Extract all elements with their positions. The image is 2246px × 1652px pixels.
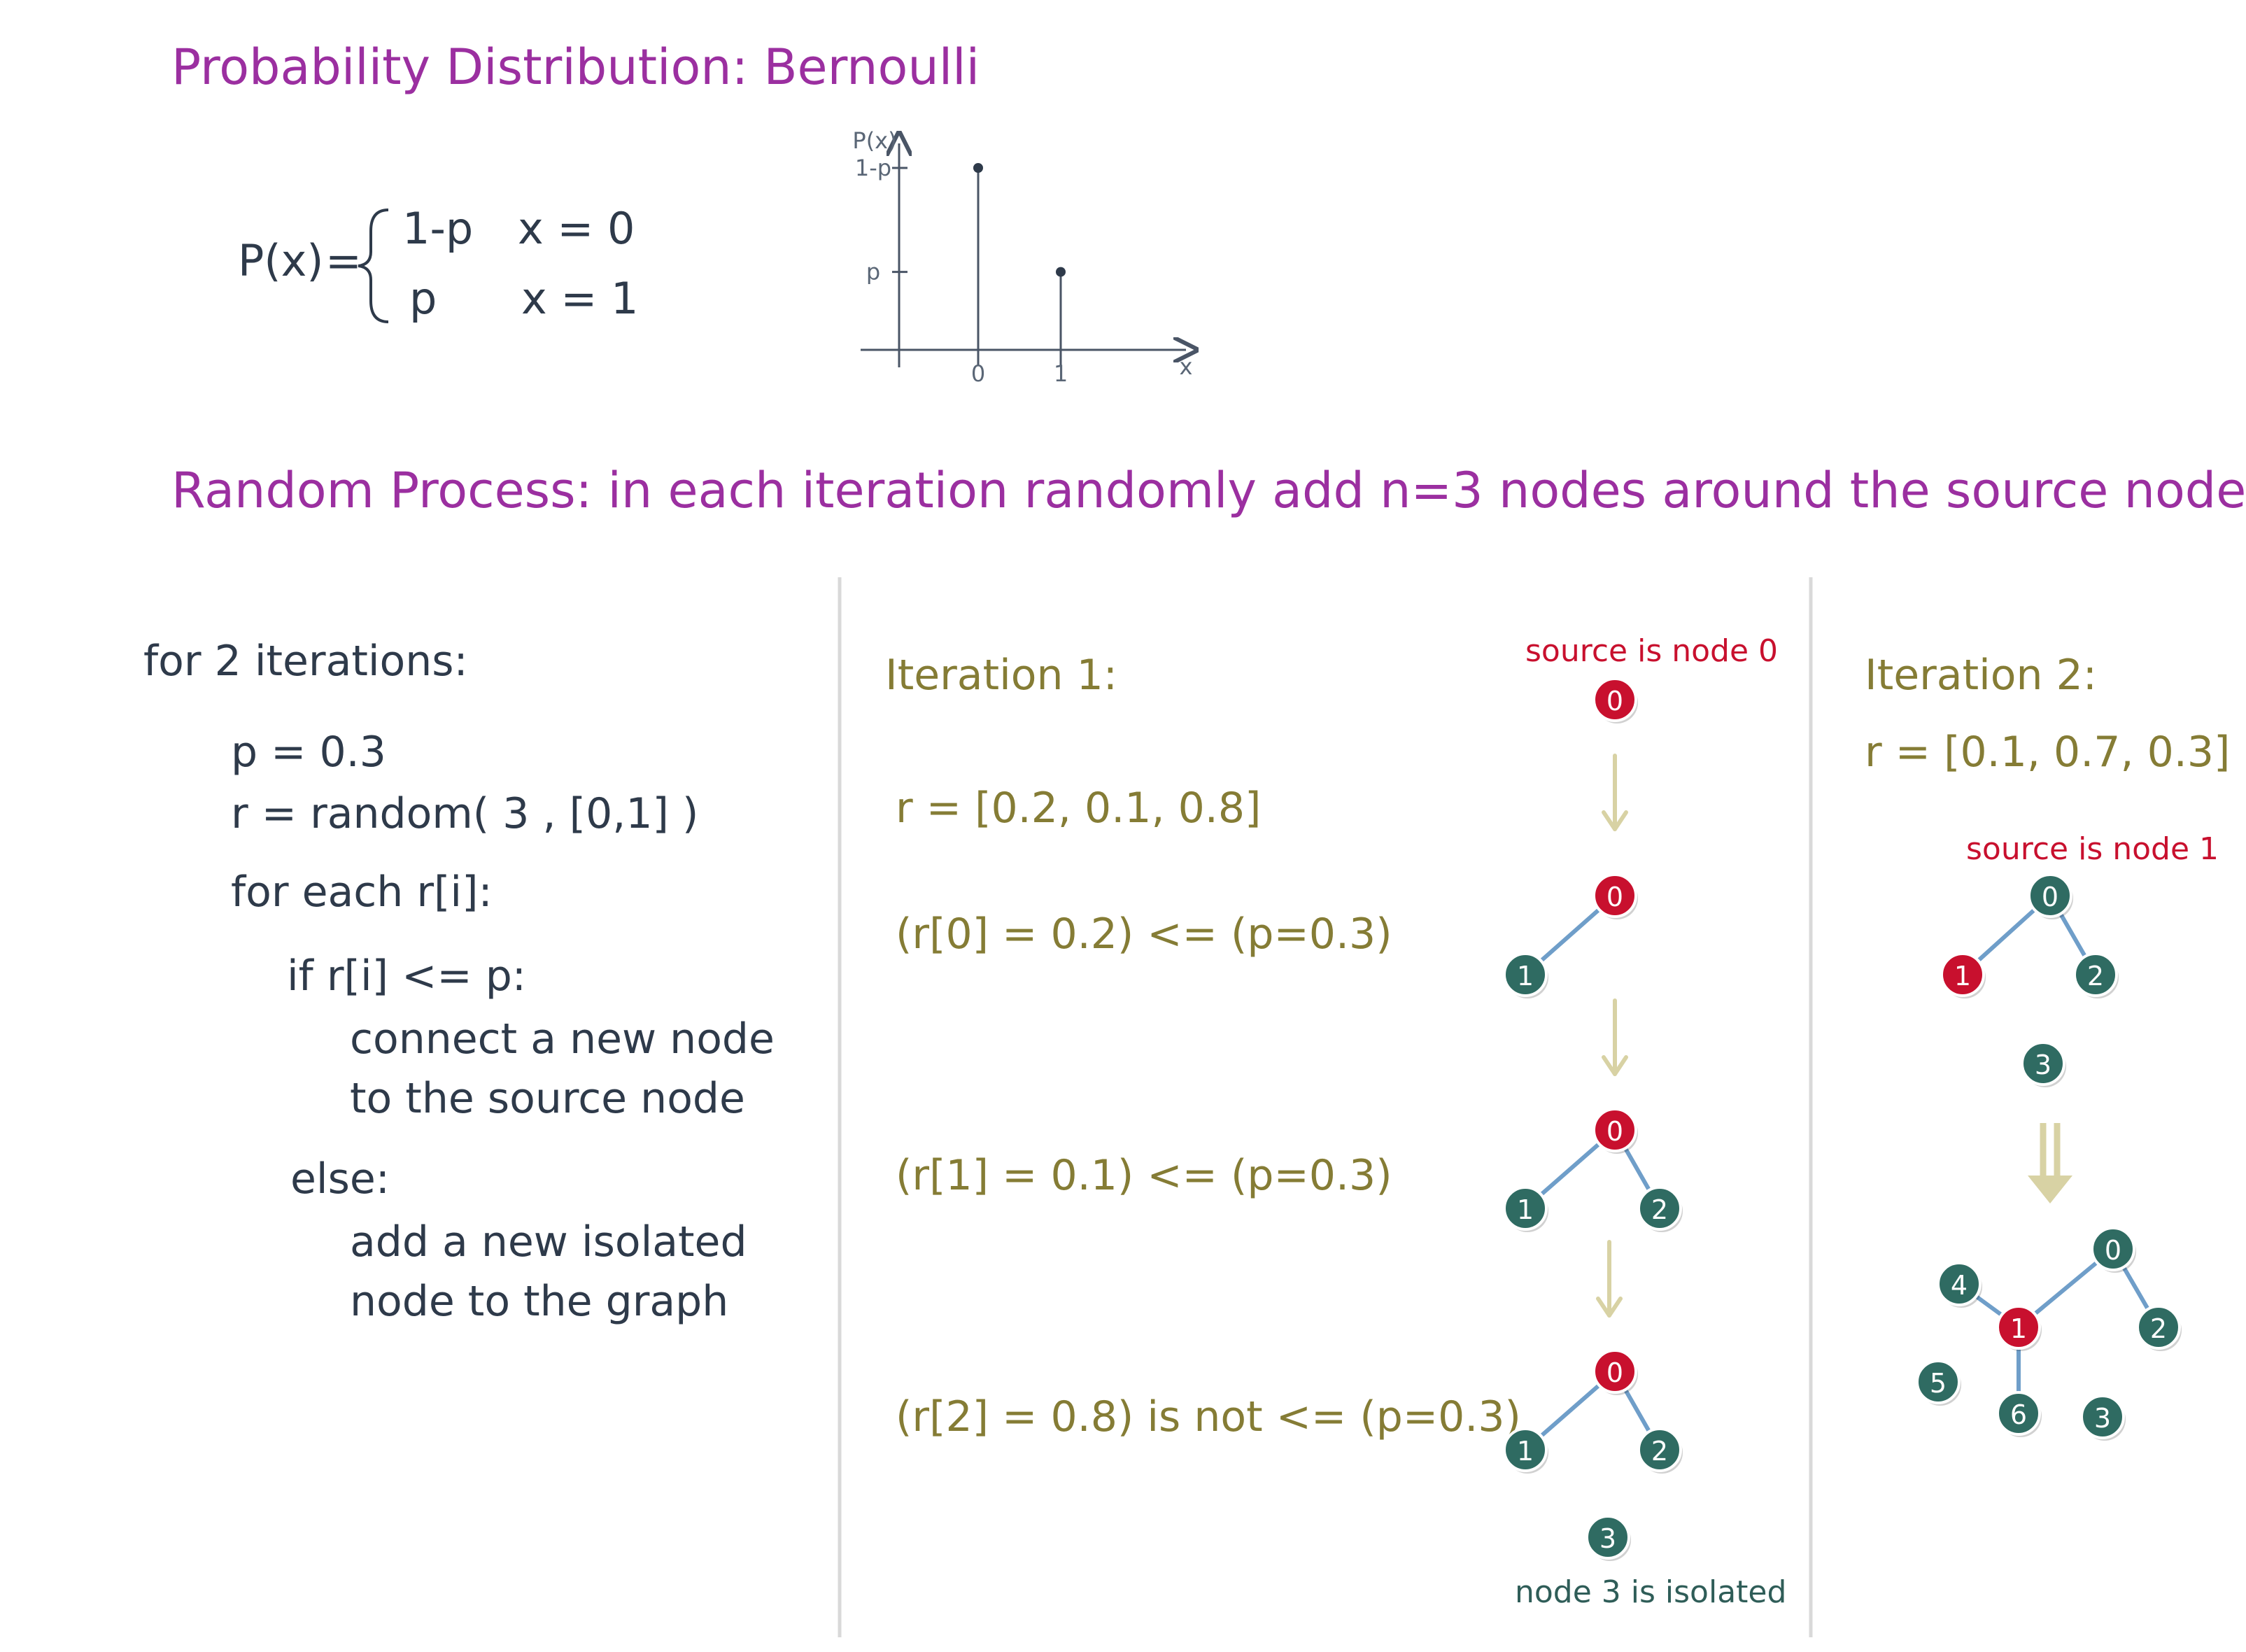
svg-text:2: 2 <box>1651 1436 1668 1467</box>
iteration1-label: Iteration 1: <box>885 651 1117 700</box>
iter2-end-node-4: 4 <box>1937 1262 1982 1308</box>
code-line-8: else: <box>290 1155 390 1203</box>
svg-text:6: 6 <box>2010 1399 2027 1430</box>
iter1-state2-node-1: 1 <box>1503 1186 1548 1232</box>
pmf-case1-value: 1-p <box>402 203 474 254</box>
iter1-state3-node-0: 0 <box>1592 1349 1638 1395</box>
iteration2-source-note: source is node 1 <box>1966 831 2219 867</box>
iter2-start-node-3: 3 <box>2021 1041 2066 1087</box>
svg-text:2: 2 <box>1651 1194 1668 1225</box>
chart-point-0 <box>973 163 983 173</box>
pmf-brace <box>358 209 389 323</box>
svg-text:3: 3 <box>2094 1403 2111 1434</box>
iter2-end-node-0: 0 <box>2091 1227 2136 1273</box>
chart-y-tick-label-1: p <box>866 259 880 285</box>
code-line-1: for 2 iterations: <box>143 637 468 686</box>
svg-text:1: 1 <box>1517 961 1534 991</box>
page-title: Probability Distribution: Bernoulli <box>171 38 980 96</box>
svg-text:0: 0 <box>1606 1116 1623 1147</box>
iteration1-step3: (r[2] = 0.8) is not <= (p=0.3) <box>896 1392 1521 1441</box>
graph-drawings: 0 0 1 0 1 2 0 1 2 3 0 1 2 3 0 1 2 3 4 5 6 <box>1503 677 2182 1561</box>
svg-text:0: 0 <box>2042 882 2058 912</box>
pmf-equals: = <box>325 235 362 286</box>
iter1-arrow-2 <box>1602 998 1628 1076</box>
chart-marks: 1-p 0 p 1 <box>855 155 1068 387</box>
pmf-case2-condition: x = 1 <box>521 273 639 324</box>
iter2-start-node-0: 0 <box>2028 873 2073 919</box>
iter2-end-node-5: 5 <box>1916 1360 1961 1406</box>
svg-text:0: 0 <box>2105 1235 2121 1266</box>
iter2-end-node-2: 2 <box>2136 1305 2182 1351</box>
iter1-arrow-3 <box>1596 1240 1623 1318</box>
iter1-arrow-1 <box>1602 754 1628 831</box>
svg-text:3: 3 <box>2035 1050 2051 1080</box>
svg-text:2: 2 <box>2087 961 2104 991</box>
pmf-case2-value: p <box>409 273 437 324</box>
iteration1-r: r = [0.2, 0.1, 0.8] <box>896 784 1262 833</box>
svg-text:0: 0 <box>1606 686 1623 716</box>
svg-text:4: 4 <box>1951 1270 1968 1301</box>
iter1-state2-node-0: 0 <box>1592 1108 1638 1154</box>
svg-text:3: 3 <box>1599 1523 1616 1554</box>
iteration2-r: r = [0.1, 0.7, 0.3] <box>1865 728 2231 777</box>
svg-text:0: 0 <box>1606 882 1623 912</box>
iter1-state0-node-0: 0 <box>1592 677 1638 723</box>
iter1-state3-node-1: 1 <box>1503 1427 1548 1474</box>
chart-x-label: x <box>1180 353 1193 380</box>
iter2-end-node-3: 3 <box>2080 1395 2126 1441</box>
code-line-5: if r[i] <= p: <box>287 952 527 1001</box>
chart-y-tick-label-0: 1-p <box>855 155 891 181</box>
svg-text:1: 1 <box>1517 1436 1534 1467</box>
chart-x-tick-label-0: 0 <box>971 360 985 387</box>
svg-text:0: 0 <box>1606 1357 1623 1388</box>
code-line-3: r = random( 3 , [0,1] ) <box>231 789 699 838</box>
iter2-start-node-1: 1 <box>1940 952 1986 998</box>
iter2-double-arrow <box>2028 1123 2072 1203</box>
svg-text:5: 5 <box>1930 1368 1947 1399</box>
iteration1-isolated-note: node 3 is isolated <box>1515 1574 1787 1610</box>
iteration1-step2: (r[1] = 0.1) <= (p=0.3) <box>896 1151 1392 1200</box>
code-line-10: node to the graph <box>350 1277 729 1326</box>
chart-point-1 <box>1056 267 1066 277</box>
svg-text:2: 2 <box>2150 1313 2167 1344</box>
iter1-state1-node-1: 1 <box>1503 952 1548 998</box>
iteration2-label: Iteration 2: <box>1865 651 2097 700</box>
bernoulli-stem-chart: P(x) x 1-p 0 p 1 <box>852 127 1192 387</box>
chart-x-tick-label-1: 1 <box>1054 360 1068 387</box>
iteration1-source-note: source is node 0 <box>1525 633 1779 669</box>
svg-text:1: 1 <box>1954 961 1971 991</box>
pmf-lhs: P(x) <box>238 235 324 286</box>
code-line-9: add a new isolated <box>350 1217 747 1266</box>
code-line-7: to the source node <box>350 1074 745 1123</box>
iteration1-step1: (r[0] = 0.2) <= (p=0.3) <box>896 910 1392 959</box>
iter1-state1-node-0: 0 <box>1592 873 1638 919</box>
process-title: Random Process: in each iteration random… <box>171 462 2246 519</box>
iter2-start-node-2: 2 <box>2073 952 2119 998</box>
code-line-4: for each r[i]: <box>231 868 493 917</box>
pmf-case1-condition: x = 0 <box>518 203 635 254</box>
svg-text:1: 1 <box>1517 1194 1534 1225</box>
svg-text:1: 1 <box>2010 1313 2027 1344</box>
iter2-end-node-1: 1 <box>1996 1305 2042 1351</box>
iter1-state3-node-3: 3 <box>1585 1515 1631 1561</box>
code-line-2: p = 0.3 <box>231 728 386 777</box>
code-line-6: connect a new node <box>350 1015 775 1064</box>
iter1-state3-node-2: 2 <box>1637 1427 1683 1474</box>
iter2-end-node-6: 6 <box>1996 1391 2042 1437</box>
chart-y-label: P(x) <box>852 127 896 154</box>
iter1-state2-node-2: 2 <box>1637 1186 1683 1232</box>
